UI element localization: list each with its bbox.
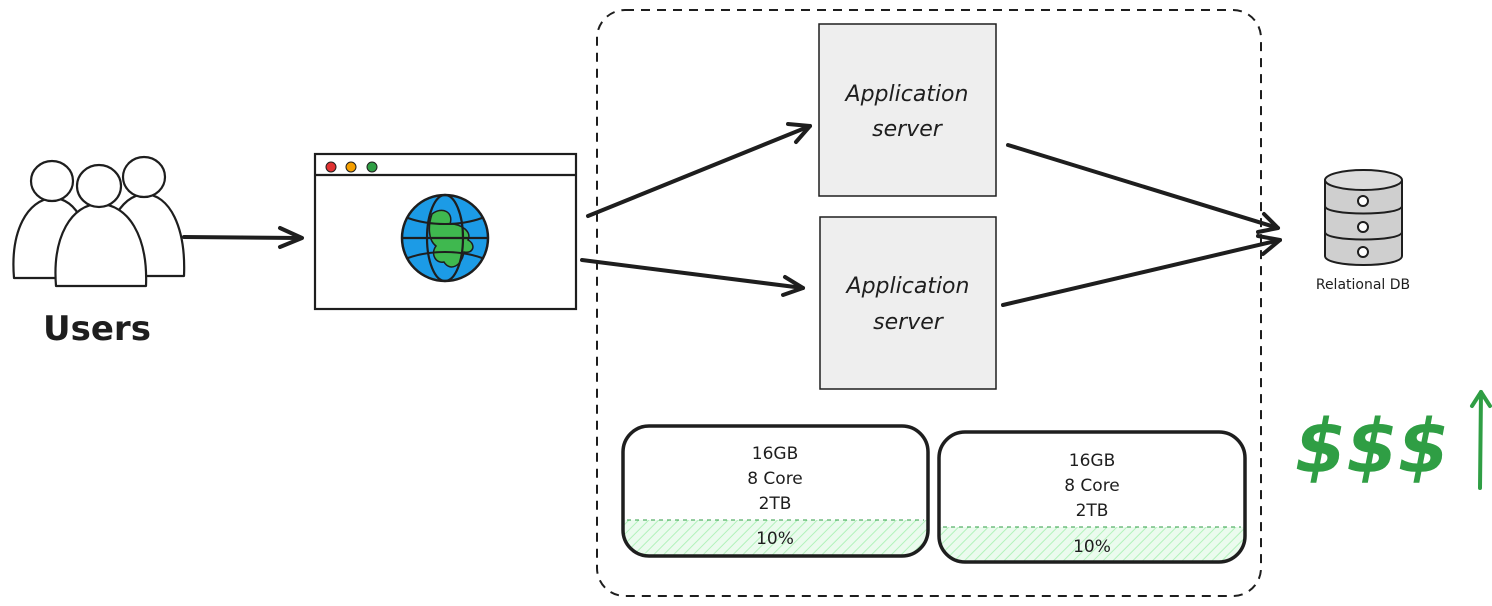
capacity-card-1: 16GB 8 Core 2TB 10% [621, 424, 930, 558]
arrow-server-1-to-db [1006, 143, 1280, 234]
browser-minimize-dot [345, 161, 357, 173]
database-label: Relational DB [1316, 277, 1410, 293]
card-1-cores: 8 Core [747, 469, 803, 489]
card-2-disk: 2TB [1076, 501, 1109, 521]
app-server-2: Application server [819, 216, 997, 390]
users-group-icon [12, 155, 186, 288]
database-icon [1324, 169, 1403, 266]
arrow-server-2-to-db [1001, 234, 1282, 307]
arrow-up-icon [1470, 390, 1492, 490]
card-2-ram: 16GB [1069, 451, 1115, 471]
cost-label: $$$ [1295, 404, 1449, 490]
app-server-2-label-line2: server [873, 310, 945, 335]
browser-maximize-dot [366, 161, 378, 173]
app-server-1-label-line2: server [872, 117, 944, 142]
app-server-1-label-line1: Application [844, 82, 969, 107]
card-1-ram: 16GB [752, 444, 798, 464]
usage-bar-1 [623, 520, 928, 556]
globe-icon [400, 193, 490, 283]
card-2-usage: 10% [1073, 537, 1111, 557]
card-1-usage: 10% [756, 529, 794, 549]
usage-bar-2 [939, 527, 1245, 562]
browser-close-dot [325, 161, 337, 173]
browser-window-icon [313, 152, 578, 311]
arrow-browser-to-server-1 [586, 122, 812, 218]
card-1-disk: 2TB [759, 494, 792, 514]
capacity-card-2: 16GB 8 Core 2TB 10% [937, 430, 1247, 564]
app-server-1: Application server [818, 23, 997, 197]
arrow-users-to-browser [182, 226, 304, 249]
card-2-cores: 8 Core [1064, 476, 1120, 496]
arrow-browser-to-server-2 [580, 258, 805, 297]
server-cluster-boundary [596, 9, 1262, 597]
users-label: Users [43, 309, 151, 349]
app-server-2-label-line1: Application [845, 274, 970, 299]
